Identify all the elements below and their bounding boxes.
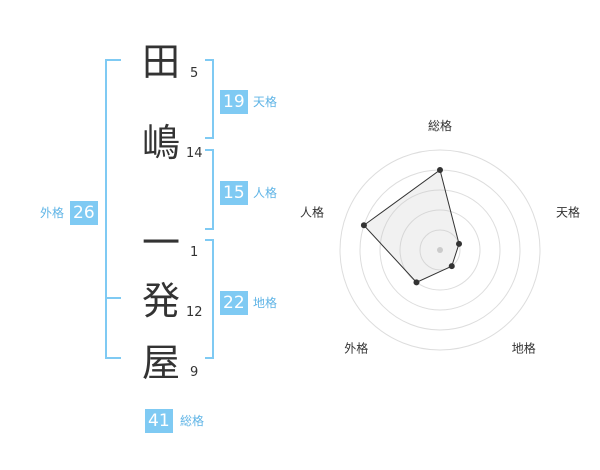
name-char-2: 嶋 — [142, 121, 181, 165]
radar-point-2 — [456, 240, 463, 247]
radar-ring-2 — [399, 209, 481, 291]
stroke-count-5: 9 — [190, 365, 199, 380]
tenkaku-label: 天格 — [253, 95, 278, 109]
name-char-4: 発 — [142, 279, 181, 323]
radar-axis-label-4: 外格 — [344, 341, 368, 356]
chikaku-label: 地格 — [253, 296, 278, 310]
soukaku-value: 41 — [145, 409, 173, 433]
bracket-tenkaku — [205, 59, 214, 139]
jinkaku-label: 人格 — [253, 186, 278, 200]
name-char-1: 田 — [142, 40, 181, 84]
radar-center — [437, 247, 443, 253]
radar-ring-3 — [379, 189, 501, 311]
radar-axis-label-5: 人格 — [300, 204, 324, 219]
chikaku-value: 22 — [220, 291, 248, 315]
radar-point-4 — [413, 279, 420, 286]
radar-axis-label-1: 総格 — [428, 118, 452, 133]
name-char-3: 一 — [142, 221, 181, 265]
radar-ring-1 — [419, 229, 461, 271]
gaikaku-label: 外格 — [40, 206, 65, 220]
radar-ring-5 — [339, 149, 541, 351]
bracket-gaikaku — [105, 59, 121, 359]
bracket-jinkaku — [205, 149, 214, 230]
gaikaku-value: 26 — [70, 201, 98, 225]
radar-polygon — [363, 169, 460, 283]
tenkaku-value: 19 — [220, 90, 248, 114]
name-char-5: 屋 — [142, 341, 181, 385]
soukaku-label: 総格 — [180, 414, 205, 428]
radar-axis-label-2: 天格 — [556, 204, 580, 219]
stroke-count-4: 12 — [186, 305, 203, 320]
stroke-count-1: 5 — [190, 66, 199, 81]
radar-point-5 — [360, 222, 367, 229]
brackets — [105, 59, 214, 359]
radar-point-3 — [448, 263, 455, 270]
stroke-count-2: 14 — [186, 146, 203, 161]
stroke-count-3: 1 — [190, 245, 199, 260]
radar-axis-label-3: 地格 — [512, 341, 536, 356]
jinkaku-value: 15 — [220, 181, 248, 205]
bracket-chikaku — [205, 239, 214, 359]
radar-point-1 — [437, 167, 443, 173]
